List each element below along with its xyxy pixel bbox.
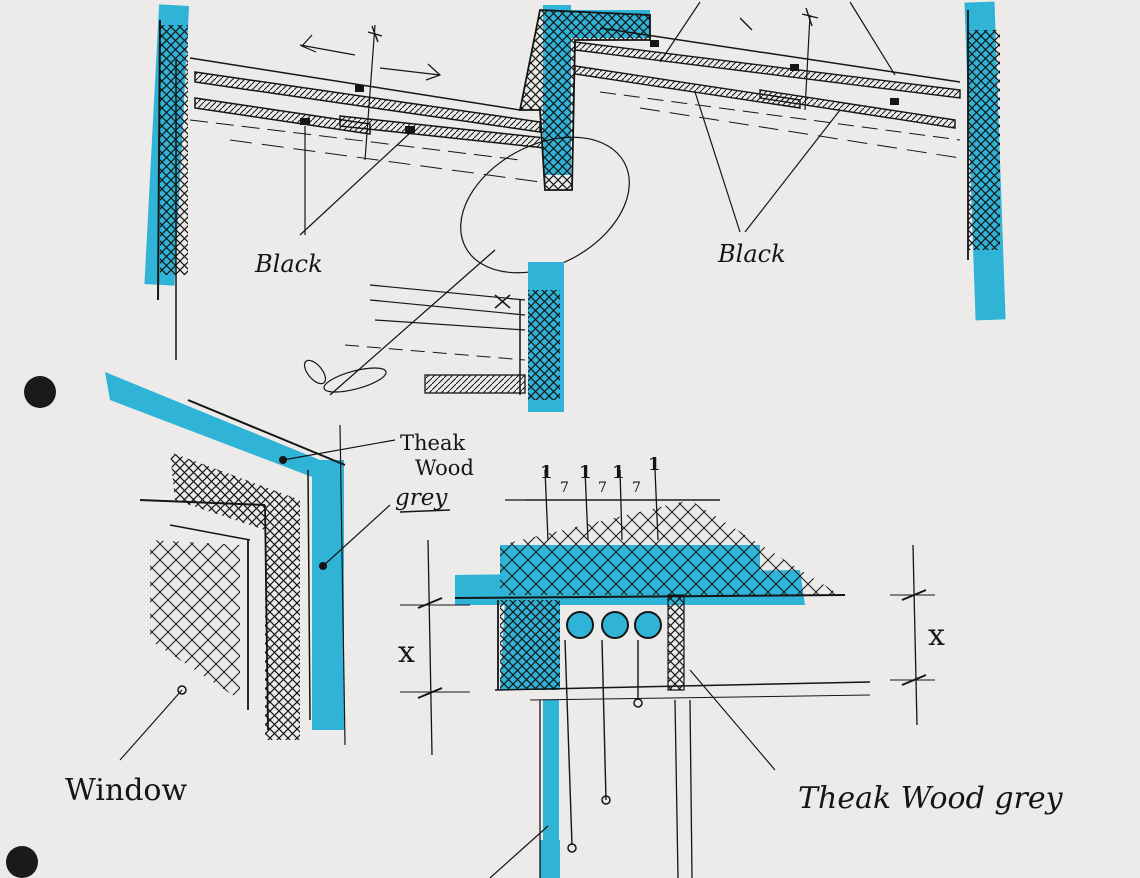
label-window: Window (65, 773, 187, 808)
roof-section-left (144, 4, 546, 360)
dim-mark: 1 (648, 454, 661, 475)
label-teak-wood-upper-1: Theak (400, 431, 465, 455)
label-teak-wood-upper-3: grey (395, 485, 448, 511)
dim-mark: 1 (579, 462, 592, 483)
label-teak-wood-upper-2: Wood (415, 456, 474, 480)
ceiling-detail (400, 469, 935, 878)
binder-hole (24, 376, 56, 408)
parapet-center (460, 5, 651, 274)
label-black-left: Black (254, 250, 323, 278)
binder-hole (6, 846, 38, 878)
label-black-right: Black (717, 240, 786, 268)
dim-mark: 7 (598, 480, 607, 496)
dimension-marks: 1 7 1 7 1 7 1 (540, 454, 661, 496)
dim-mark: 1 (612, 462, 625, 483)
dim-label-x-right: x (928, 618, 945, 653)
dim-label-x-left: x (398, 635, 415, 670)
window-corner-detail (105, 372, 396, 761)
label-teak-wood-lower: Theak Wood grey (798, 781, 1064, 816)
dim-mark: 7 (560, 480, 569, 496)
roof-section-right (574, 1, 1006, 321)
dim-mark: 1 (540, 462, 553, 483)
gutter-detail (303, 249, 564, 412)
dim-mark: 7 (632, 480, 641, 496)
